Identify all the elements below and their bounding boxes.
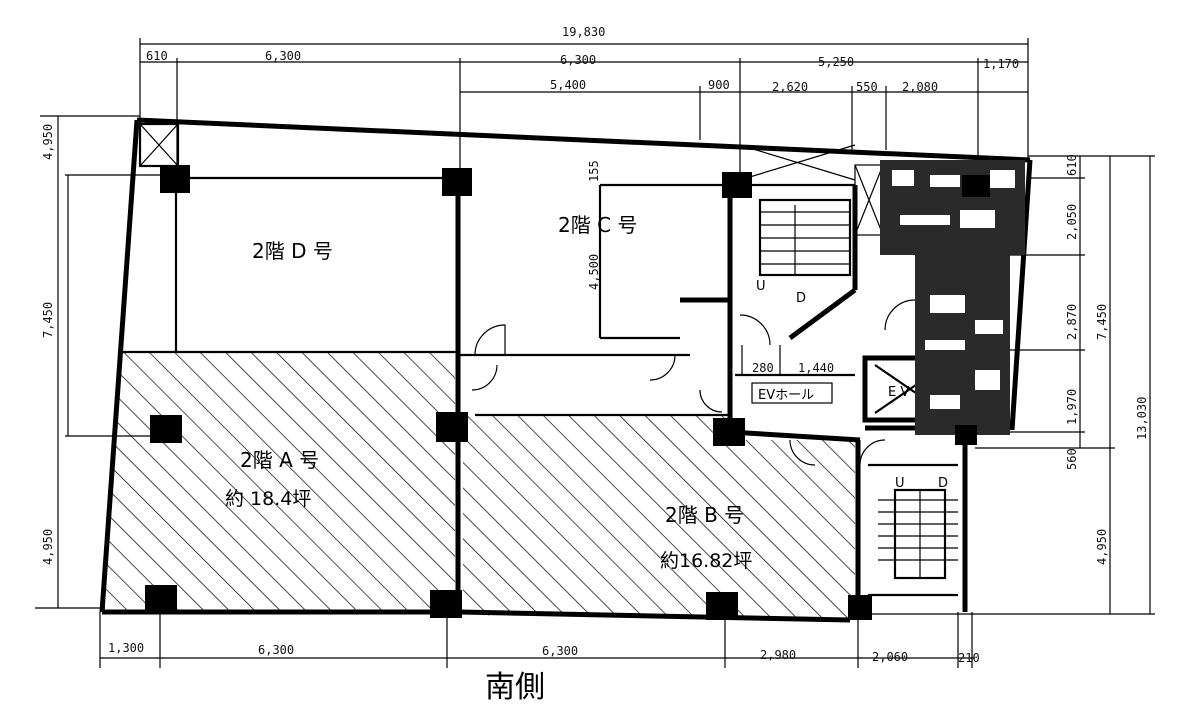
dim-right-2870: 2,870 <box>1065 304 1079 340</box>
dim-second-3: 2,620 <box>772 80 808 94</box>
dim-bottom-4: 2,980 <box>760 648 796 662</box>
room-a-label: 2階 A 号 <box>240 448 319 472</box>
south-side-label: 南側 <box>485 670 545 705</box>
dim-second-1: 5,400 <box>550 78 586 92</box>
room-b-area: 約16.82坪 <box>660 550 752 572</box>
room-b-label: 2階 B 号 <box>665 503 744 527</box>
dim-right-560: 560 <box>1065 448 1079 470</box>
stair-upper <box>741 198 852 375</box>
dim-room-c-height: 4,500 <box>587 254 601 290</box>
dim-top-2: 6,300 <box>265 49 301 63</box>
dim-top-1: 610 <box>146 49 168 63</box>
dim-second-4: 550 <box>856 80 878 94</box>
dim-right-2050: 2,050 <box>1065 204 1079 240</box>
dim-left-bottom: 4,950 <box>41 529 55 565</box>
dim-bottom-6: 210 <box>958 651 980 665</box>
dim-stair-280: 280 <box>752 361 774 375</box>
dim-top-3: 6,300 <box>560 53 596 67</box>
stair-down-label-1: D <box>796 291 806 306</box>
door-swings <box>471 299 916 466</box>
dim-bottom-2: 6,300 <box>258 643 294 657</box>
ev-hall-box <box>751 382 833 404</box>
dim-left-mid: 7,450 <box>41 302 55 338</box>
dim-left-top: 4,950 <box>41 124 55 160</box>
stair-up-label-1: U <box>756 279 766 294</box>
dim-right-7450: 7,450 <box>1095 304 1109 340</box>
room-b-hatch <box>463 415 855 620</box>
top-dimension-lines <box>139 38 1029 175</box>
dim-room-c-offset: 155 <box>587 160 601 182</box>
dim-right-4950: 4,950 <box>1095 529 1109 565</box>
dim-top-4: 5,250 <box>818 55 854 69</box>
stair-down-label-2: D <box>938 476 948 491</box>
right-dimension-lines <box>860 155 1155 615</box>
dim-top-5: 1,170 <box>983 57 1019 71</box>
shaft-boxes <box>138 122 884 236</box>
structural-columns <box>145 165 990 620</box>
bottom-dimension-lines <box>99 612 975 668</box>
room-a-hatch <box>102 352 455 612</box>
dim-bottom-3: 6,300 <box>542 644 578 658</box>
dim-second-2: 900 <box>708 78 730 92</box>
left-dimension-lines <box>35 115 175 609</box>
dim-second-5: 2,080 <box>902 80 938 94</box>
room-c-label: 2階 C 号 <box>558 213 637 237</box>
ev-hall-label: EVホール <box>758 388 814 403</box>
dim-right-1970: 1,970 <box>1065 389 1079 425</box>
stair-lower <box>878 488 958 580</box>
dim-stair-1440: 1,440 <box>798 361 834 375</box>
room-d-label: 2階 D 号 <box>252 239 333 263</box>
dim-bottom-1: 1,300 <box>108 641 144 655</box>
dim-right-610: 610 <box>1065 154 1079 176</box>
washroom-area <box>880 160 1025 435</box>
dim-total-width: 19,830 <box>562 25 605 39</box>
ev-label: E V <box>888 385 909 400</box>
stair-up-label-2: U <box>895 476 905 491</box>
dim-bottom-5: 2,060 <box>872 650 908 664</box>
room-a-area: 約 18.4坪 <box>225 488 311 510</box>
dim-right-total: 13,030 <box>1135 397 1149 440</box>
